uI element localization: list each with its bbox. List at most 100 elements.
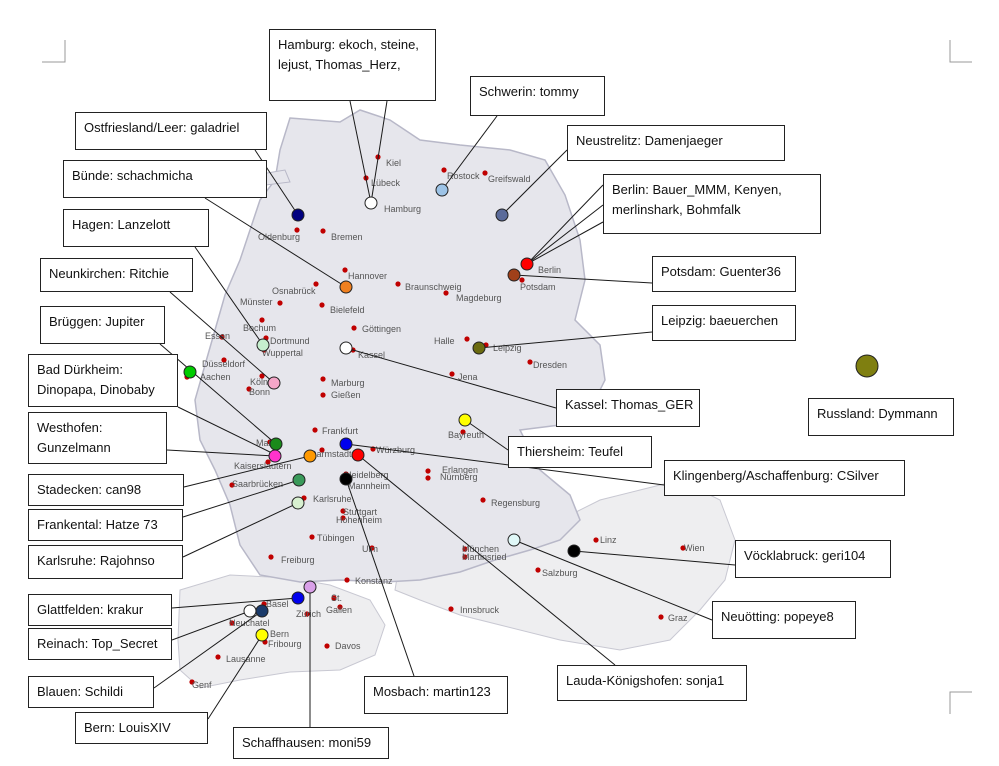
city-name-dortmund: Dortmund <box>270 336 310 346</box>
marker-klingenberg <box>339 437 353 451</box>
city-dot-tubingen <box>309 534 315 540</box>
marker-badduerkheim <box>183 365 197 379</box>
city-dot-salzburg <box>535 567 541 573</box>
marker-berlin <box>520 257 534 271</box>
label-frankental: Frankental: Hatze 73 <box>28 509 183 541</box>
city-name-wuppertal: Wuppertal <box>262 348 303 358</box>
label-voecklabruck: Vöcklabruck: geri104 <box>735 540 891 578</box>
leader-line-blauen <box>153 610 263 689</box>
city-dot-hohenheim <box>340 515 346 521</box>
marker-schaffhausen <box>303 580 317 594</box>
city-name-jena: Jena <box>458 372 478 382</box>
city-name-freiburg: Freiburg <box>281 555 315 565</box>
leader-line-neunkirchen <box>169 291 275 384</box>
city-name-bochum: Bochum <box>243 323 276 333</box>
city-dot-bayreuth <box>460 429 466 435</box>
city-name-karlsruhe: Karlsruhe <box>313 494 352 504</box>
city-dot-konstanz <box>344 577 350 583</box>
marker-brueggen <box>269 437 283 451</box>
city-dot-linz <box>593 537 599 543</box>
city-dot-munster <box>277 300 283 306</box>
leader-line-schwerin <box>441 115 498 191</box>
label-westhofen: Westhofen: Gunzelmann <box>28 412 167 464</box>
city-name-konstanz: Konstanz <box>355 576 393 586</box>
city-dot-neuchatel <box>229 620 235 626</box>
city-name-heidelberg: Heidelberg <box>345 470 389 480</box>
marker-blauen <box>255 604 269 618</box>
city-dot-frankfurt <box>312 427 318 433</box>
marker-neustrelitz <box>495 208 509 222</box>
city-dot-bielefeld <box>319 302 325 308</box>
city-dot-kaiserslautern <box>265 459 271 465</box>
city-name-hannover: Hannover <box>348 271 387 281</box>
city-dot-gie-en <box>320 392 326 398</box>
city-dot-gottingen <box>351 325 357 331</box>
city-dot-saarbrucken <box>229 482 235 488</box>
label-berlin: Berlin: Bauer_MMM, Kenyen, merlinshark, … <box>603 174 821 234</box>
marker-buende <box>339 280 353 294</box>
city-dot-regensburg <box>480 497 486 503</box>
city-name-mannheim: Mannheim <box>348 481 390 491</box>
label-kassel: Kassel: Thomas_GER <box>556 389 700 427</box>
city-name-bremen: Bremen <box>331 232 363 242</box>
marker-karlsruhe <box>291 496 305 510</box>
marker-leipzig <box>472 341 486 355</box>
city-name-essen: Essen <box>205 331 230 341</box>
city-name-munster: Münster <box>240 297 273 307</box>
leader-line-voecklabruck <box>573 550 736 566</box>
city-dot-stuttgart <box>340 508 346 514</box>
label-neunkirchen: Neunkirchen: Ritchie <box>40 258 193 292</box>
city-dot-bochum <box>259 317 265 323</box>
leader-line-thiersheim <box>464 419 509 451</box>
city-name-oldenburg: Oldenburg <box>258 232 300 242</box>
city-name-lausanne: Lausanne <box>226 654 266 664</box>
city-name-neuchatel: Neuchatel <box>229 618 270 628</box>
label-stadecken: Stadecken: can98 <box>28 474 184 506</box>
city-dot-halle <box>464 336 470 342</box>
leader-line-berlin-1 <box>526 204 604 265</box>
city-name-halle: Halle <box>434 336 455 346</box>
city-dot-marburg <box>320 376 326 382</box>
leader-line-reinach <box>171 610 251 641</box>
leader-line-brueggen <box>159 343 277 445</box>
city-name-tubingen: Tübingen <box>317 533 355 543</box>
city-name-osnabruck: Osnabrück <box>272 286 316 296</box>
city-name-kaiserslautern: Kaiserslautern <box>234 461 292 471</box>
city-name-bielefeld: Bielefeld <box>330 305 365 315</box>
city-dot-bonn <box>246 386 252 392</box>
city-name-stuttgart: Stuttgart <box>343 507 378 517</box>
city-dot-nurnberg <box>425 475 431 481</box>
leader-line-badduerkheim <box>177 406 277 456</box>
leader-line-laudakoenigshofen <box>357 454 616 666</box>
city-name-marburg: Marburg <box>331 378 365 388</box>
city-name-braunschweig: Braunschweig <box>405 282 462 292</box>
label-laudakoenigshofen: Lauda-Königshofen: sonja1 <box>557 665 747 701</box>
marker-stadecken <box>303 449 317 463</box>
label-russland: Russland: Dymmann <box>808 398 954 436</box>
label-neustrelitz: Neustrelitz: Damenjaeger <box>567 125 785 161</box>
city-dot-graz <box>658 614 664 620</box>
city-name-darmstadt: Darmstadt <box>310 449 352 459</box>
city-dot-zurich <box>304 611 310 617</box>
city-dot-erlangen <box>425 468 431 474</box>
city-name-berlin: Berlin <box>538 265 561 275</box>
leader-line-neuoetting <box>513 539 713 621</box>
label-mosbach: Mosbach: martin123 <box>364 676 508 714</box>
label-reinach: Reinach: Top_Secret <box>28 628 172 660</box>
city-dot-freiburg <box>268 554 274 560</box>
city-name-erlangen: Erlangen <box>442 465 478 475</box>
city-name-bayreuth: Bayreuth <box>448 430 484 440</box>
city-dot-oldenburg <box>294 227 300 233</box>
city-name-zurich: Zürich <box>296 609 321 619</box>
label-karlsruhe: Karlsruhe: Rajohnso <box>28 545 183 579</box>
marker-bern <box>255 628 269 642</box>
city-name-martinsried: Martinsried <box>462 552 507 562</box>
marker-reinach <box>243 604 257 618</box>
label-glattfelden: Glattfelden: krakur <box>28 594 172 626</box>
label-schaffhausen: Schaffhausen: moni59 <box>233 727 389 759</box>
city-dot-hannover <box>342 267 348 273</box>
marker-mosbach <box>339 472 353 486</box>
label-blauen: Blauen: Schildi <box>28 676 154 708</box>
city-name-salzburg: Salzburg <box>542 568 578 578</box>
